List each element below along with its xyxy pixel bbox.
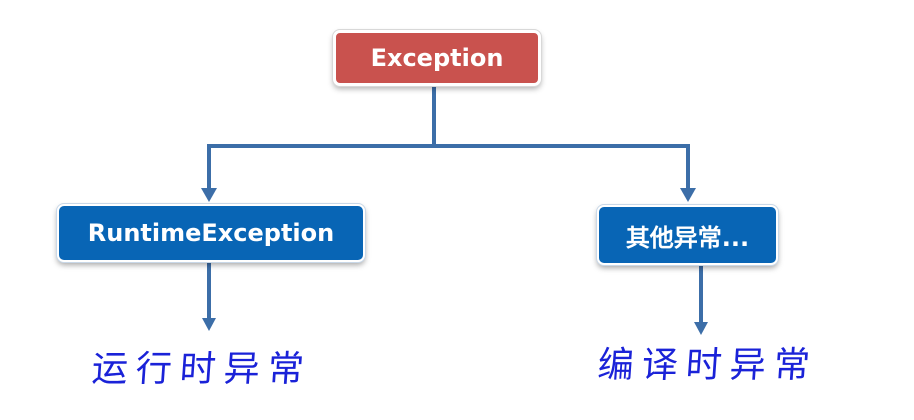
- runtime-exception-node: RuntimeException: [57, 204, 365, 262]
- exception-node-label: Exception: [370, 44, 504, 72]
- arrow-down-icon: [201, 188, 217, 202]
- runtime-exception-annotation: 运行时异常: [90, 349, 314, 390]
- arrow-down-icon: [680, 188, 696, 202]
- exception-node: Exception: [333, 30, 541, 86]
- other-exceptions-node-label: 其他异常...: [625, 223, 750, 252]
- runtime-exception-node-label: RuntimeException: [87, 219, 335, 247]
- compile-time-exception-annotation: 编译时异常: [596, 345, 820, 386]
- arrow-down-icon: [202, 318, 216, 331]
- arrow-down-icon: [694, 322, 708, 335]
- other-exceptions-node: 其他异常...: [597, 205, 778, 265]
